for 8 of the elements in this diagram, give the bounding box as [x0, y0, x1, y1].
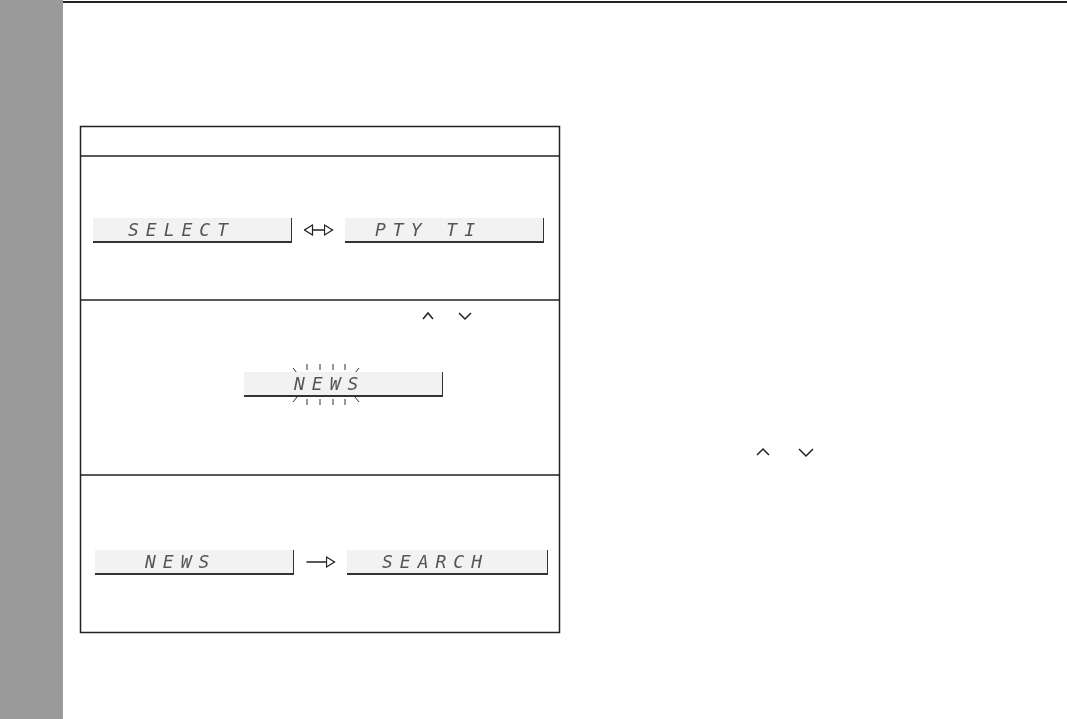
lcd-display: SELECT: [93, 218, 292, 243]
side-bar: [0, 0, 63, 719]
lcd-display: PTY TI: [345, 218, 544, 243]
lcd-display: NEWS: [244, 372, 443, 397]
lcd-display: SEARCH: [347, 550, 548, 575]
arrow: [305, 556, 336, 568]
lcd-display: NEWS: [95, 550, 294, 575]
double-arrow: [303, 224, 334, 236]
